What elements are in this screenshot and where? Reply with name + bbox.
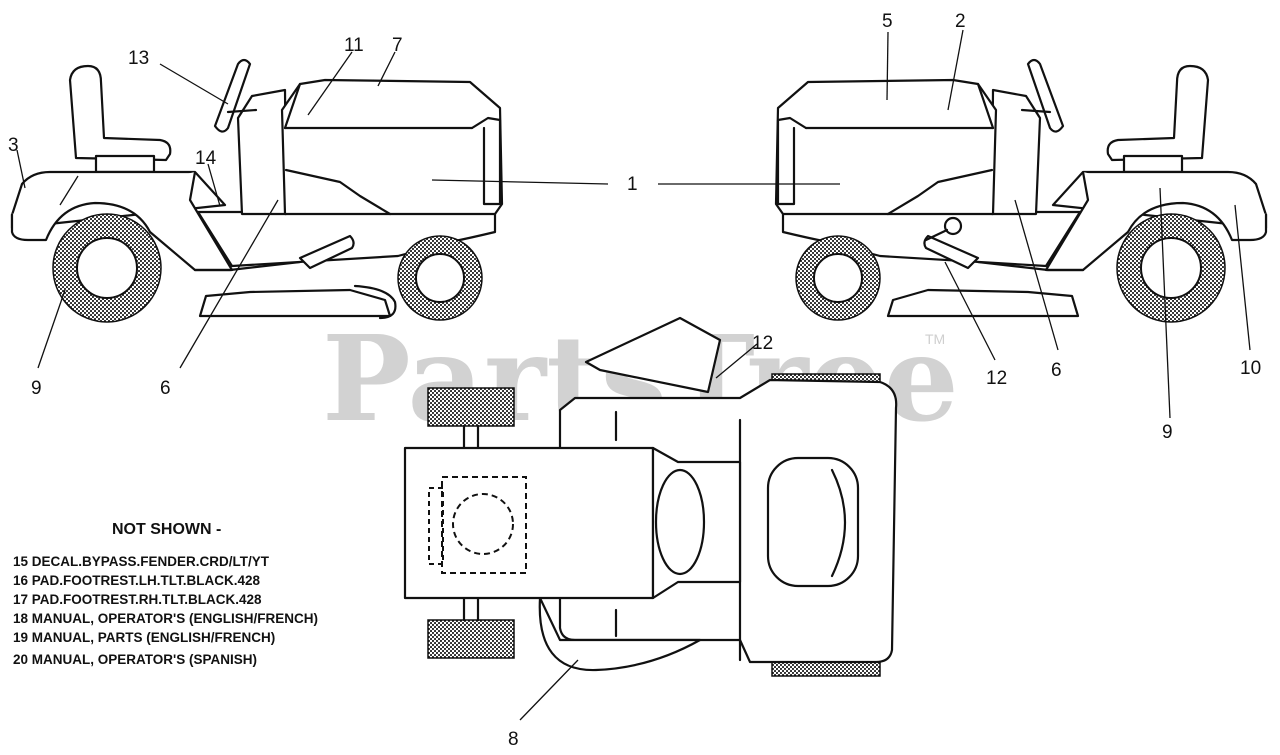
tractor-left-side-view [10,58,504,323]
callout-6-right: 6 [1051,360,1062,381]
callout-13: 13 [128,48,149,69]
callout-11: 11 [344,35,364,56]
callout-labels: 13 11 7 3 14 9 6 1 5 2 12 6 10 9 12 8 [8,11,1261,750]
callout-14: 14 [195,148,217,169]
callout-9-right: 9 [1162,422,1173,443]
callout-7: 7 [392,35,403,56]
not-shown-item: 19 MANUAL, PARTS (ENGLISH/FRENCH) [13,630,275,645]
tractor-right-side-view [774,58,1268,323]
top-front-tire-lower [771,661,881,677]
tractor-top-view [403,316,898,677]
leader-lines [16,29,1251,721]
watermark-trademark: TM [925,331,945,347]
callout-12-top: 12 [752,333,773,354]
callout-8: 8 [508,729,519,750]
not-shown-item: 20 MANUAL, OPERATOR'S (SPANISH) [13,652,257,667]
top-right-rear-tire [427,619,515,659]
callout-5: 5 [882,11,893,32]
not-shown-item: 15 DECAL.BYPASS.FENDER.CRD/LT/YT [13,554,270,569]
callout-10: 10 [1240,358,1261,379]
callout-3: 3 [8,135,19,156]
not-shown-item: 17 PAD.FOOTREST.RH.TLT.BLACK.428 [13,592,262,607]
not-shown-title: NOT SHOWN - [112,521,221,538]
not-shown-item: 18 MANUAL, OPERATOR'S (ENGLISH/FRENCH) [13,611,318,626]
callout-12-right: 12 [986,368,1007,389]
callout-6-left: 6 [160,378,171,399]
callout-1: 1 [627,174,638,195]
not-shown-list: NOT SHOWN - 15 DECAL.BYPASS.FENDER.CRD/L… [13,521,318,667]
callout-2: 2 [955,11,966,32]
top-left-rear-tire [427,387,515,427]
callout-9-left: 9 [31,378,42,399]
not-shown-item: 16 PAD.FOOTREST.LH.TLT.BLACK.428 [13,573,261,588]
